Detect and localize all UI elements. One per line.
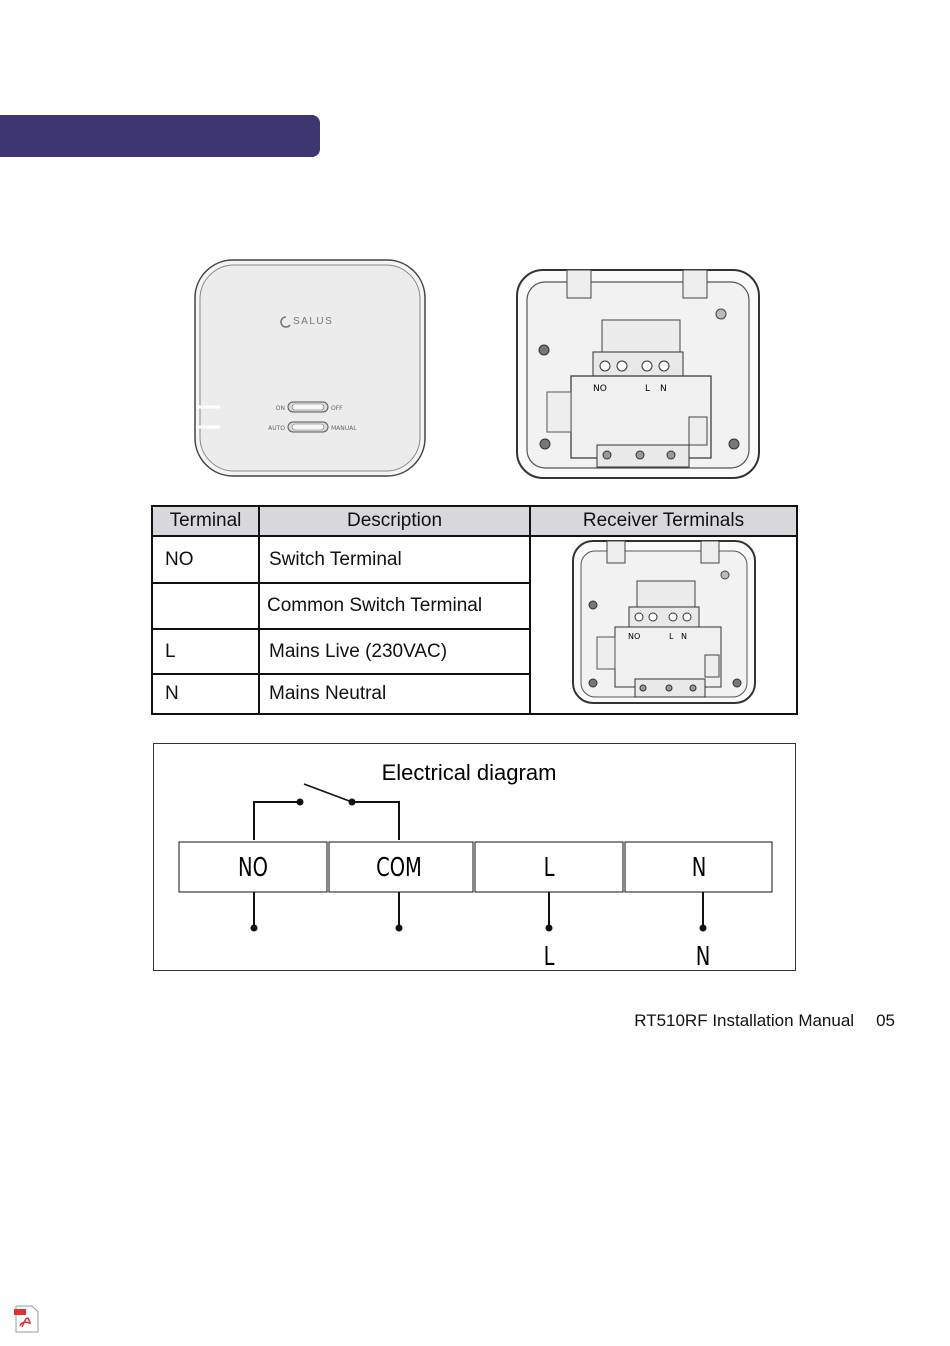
- switch-manual-label: MANUAL: [331, 425, 357, 432]
- description-cell: Mains Live (230VAC): [259, 629, 530, 674]
- lead-n-label: N: [696, 942, 711, 971]
- switch-off-label: OFF: [331, 405, 343, 412]
- receiver-terminals-cell: NO L N: [530, 536, 797, 714]
- switch-auto-label: AUTO: [268, 425, 285, 432]
- terminal-cell: N: [152, 674, 259, 714]
- receiver-n-label: N: [681, 632, 687, 641]
- terminal-cell: L: [152, 629, 259, 674]
- electrical-diagram: Electrical diagram NO COM L N L N: [153, 743, 796, 971]
- pdf-icon: [14, 1305, 40, 1333]
- receiver-l-label: L: [669, 632, 674, 641]
- box-com-label: COM: [376, 853, 422, 882]
- terminal-table: Terminal Description Receiver Terminals …: [151, 505, 798, 715]
- description-cell: Switch Terminal: [259, 536, 530, 583]
- header-description: Description: [259, 506, 530, 536]
- box-no-label: NO: [238, 853, 268, 882]
- terminal-l-label: L: [645, 384, 650, 394]
- receiver-back-image: NO L N: [507, 262, 767, 480]
- terminal-n-label: N: [660, 384, 667, 394]
- box-n-label: N: [692, 853, 707, 882]
- terminal-no-label: NO: [593, 384, 607, 394]
- header-terminal: Terminal: [152, 506, 259, 536]
- receiver-terminals-image: NO L N: [565, 537, 763, 707]
- table-row: NO Switch Terminal: [152, 536, 797, 583]
- diagram-title: Electrical diagram: [382, 760, 557, 785]
- receiver-front-image: SALUS ON OFF AUTO MANUAL: [194, 259, 426, 477]
- terminal-cell: NO: [152, 536, 259, 583]
- page-footer: RT510RF Installation Manual 05: [634, 1011, 895, 1031]
- description-cell: Common Switch Terminal: [259, 583, 530, 629]
- box-l-label: L: [544, 853, 555, 882]
- lead-l-label: L: [544, 942, 555, 971]
- receiver-no-label: NO: [628, 632, 640, 641]
- description-cell: Mains Neutral: [259, 674, 530, 714]
- section-header-bar: [0, 115, 320, 157]
- manual-title: RT510RF Installation Manual: [634, 1011, 854, 1030]
- table-header-row: Terminal Description Receiver Terminals: [152, 506, 797, 536]
- header-receiver-terminals: Receiver Terminals: [530, 506, 797, 536]
- brand-text: SALUS: [293, 316, 333, 327]
- page-number: 05: [876, 1011, 895, 1030]
- switch-on-label: ON: [276, 405, 285, 412]
- terminal-cell: [152, 583, 259, 629]
